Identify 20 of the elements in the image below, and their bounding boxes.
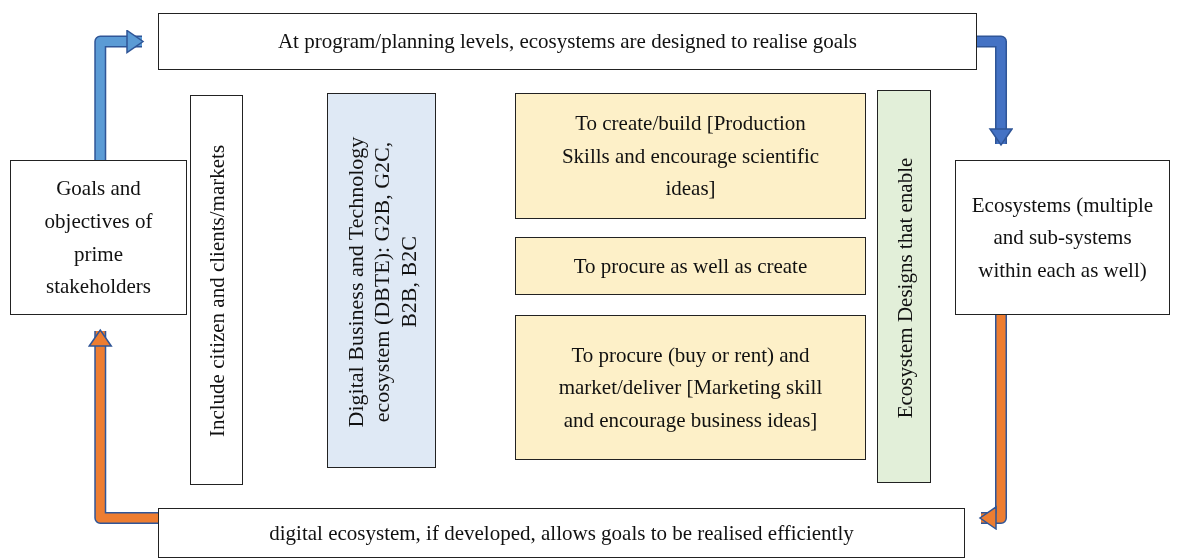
process-box <box>158 508 965 558</box>
process-box <box>955 160 1170 315</box>
box-label: To procure as well as create <box>572 252 809 280</box>
box-label: Ecosystem Designs that enable <box>892 156 918 420</box>
box-label: At program/planning levels, ecosystems are designed to realise goals <box>276 28 859 56</box>
box-label: Goals and objectives of prime stakeholders <box>43 175 154 301</box>
box-label: To create/build [Production Skills and encourage scientific ideas] <box>560 110 821 203</box>
box-label: To procure (buy or rent) and market/deliver [Marketing skill and encourage business ideas] <box>557 341 824 434</box>
process-box <box>10 160 187 315</box>
vertical-label-box <box>877 90 931 483</box>
process-box <box>515 237 866 295</box>
box-label: Include citizen and clients/markets <box>204 143 230 440</box>
process-box <box>515 315 866 460</box>
vertical-label-box <box>190 95 243 485</box>
process-box <box>515 93 866 219</box>
box-label: Ecosystems (multiple and sub-systems within each as well) <box>970 191 1155 284</box>
vertical-label-box <box>327 93 436 468</box>
box-label: digital ecosystem, if developed, allows goals to be realised efficiently <box>268 519 855 547</box>
process-box <box>158 13 977 70</box>
box-label: Digital Business and Technology ecosystem (DBTE): G2B, G2C, B2B, B2C <box>342 135 422 429</box>
